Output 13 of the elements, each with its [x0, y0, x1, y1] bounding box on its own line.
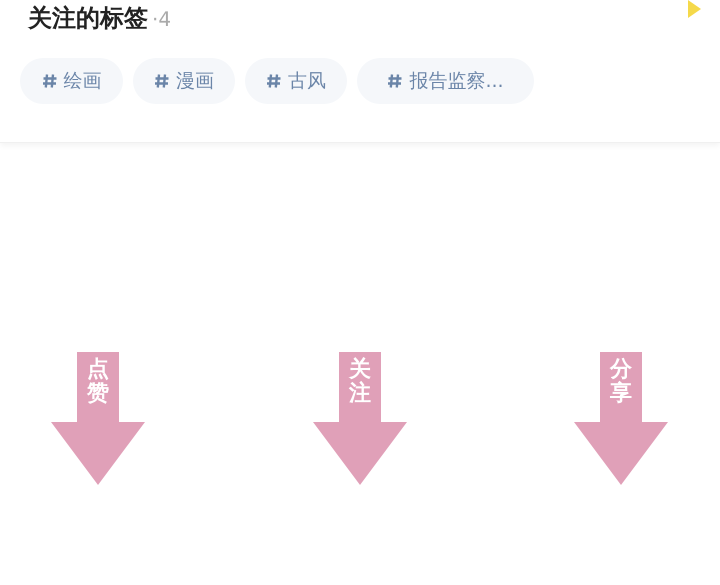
tag-label: 报告监察...	[409, 68, 504, 94]
tag-chip	[20, 58, 123, 104]
tag-chip	[133, 58, 235, 104]
tag-count: ·4	[152, 6, 172, 33]
tag-chip	[245, 58, 347, 104]
arrow-label: 点赞	[87, 358, 109, 406]
arrow-label: 分享	[610, 358, 632, 406]
section-heading: 关注的标签	[28, 3, 148, 34]
tag-label: 古风	[288, 68, 326, 94]
tag-label: 漫画	[176, 68, 214, 94]
tag-chip	[357, 58, 534, 104]
tag-label: 绘画	[64, 68, 102, 94]
arrow-label: 关注	[349, 358, 371, 406]
